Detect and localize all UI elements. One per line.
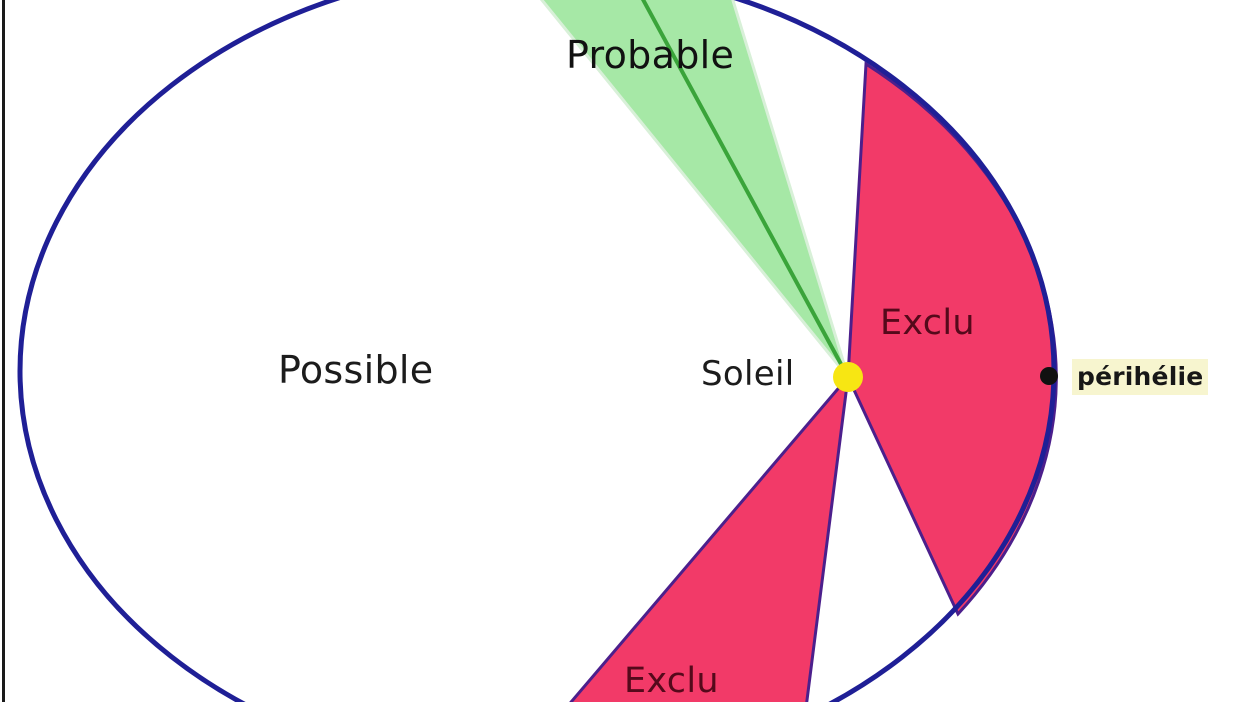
label-probable: Probable <box>566 33 735 77</box>
label-exclu-top: Exclu <box>880 303 975 343</box>
perihelion-dot <box>1040 367 1058 385</box>
label-perihelie: périhélie <box>1072 359 1209 395</box>
label-exclu-bottom: Exclu <box>624 661 719 701</box>
label-soleil: Soleil <box>701 354 795 394</box>
left-border-rule <box>2 0 5 702</box>
sector-exclu-bottom <box>569 372 851 702</box>
label-possible: Possible <box>278 348 434 392</box>
sector-probable <box>539 0 850 378</box>
probable-axis-line <box>640 0 850 378</box>
sun-marker <box>833 362 863 392</box>
